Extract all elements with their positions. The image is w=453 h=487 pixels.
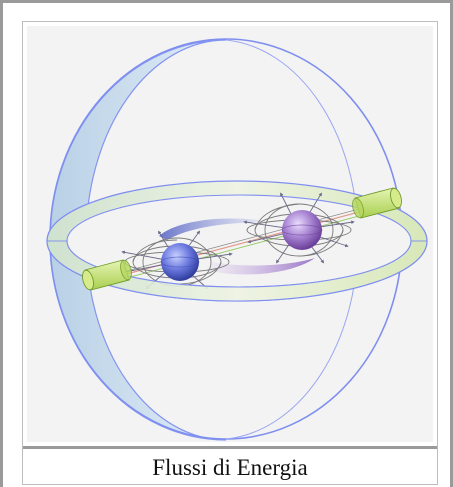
caption-divider [23,446,437,449]
purple-swirl [207,258,315,275]
energy-flow-diagram [46,38,428,441]
figure-box: Flussi di Energia [22,21,438,485]
equatorial-ring-front [46,240,428,302]
purple-sphere-equator [281,224,323,236]
right-tube [352,187,402,219]
figure-caption: Flussi di Energia [152,455,308,480]
blue-sphere-icon [161,243,199,281]
energy-flow-illustration [27,26,433,442]
axis-line-gray [88,200,390,282]
axis-line-green [88,207,390,289]
purple-sphere-icon [282,210,322,250]
axis-line-red [88,203,390,285]
blue-swirl [159,218,272,240]
blue-sphere-equator [160,256,200,268]
left-tube [82,259,132,291]
